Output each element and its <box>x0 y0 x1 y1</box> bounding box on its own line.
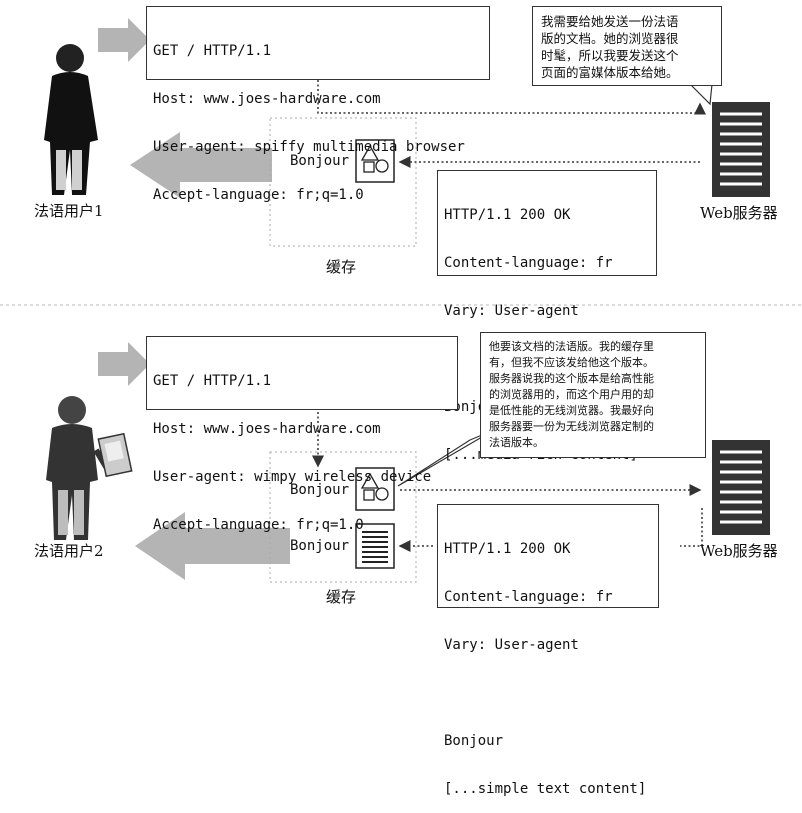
user-figure-1 <box>44 44 98 195</box>
request-arrow-2 <box>98 342 150 386</box>
cached-doc-icon-2-rich <box>355 467 395 511</box>
server-label-1: Web服务器 <box>700 204 778 222</box>
cache-label-1: 缓存 <box>326 258 357 276</box>
request-arrow-1 <box>98 18 150 62</box>
request-line: User-agent: wimpy wireless device <box>153 469 432 485</box>
response-line: Bonjour <box>444 733 504 749</box>
bubble-line: 时髦，所以我要发送这个 <box>541 48 679 63</box>
response-box-1: HTTP/1.1 200 OK Content-language: fr Var… <box>437 170 657 463</box>
response-line: Content-language: fr <box>444 255 613 271</box>
cached-doc-label-1: Bonjour <box>290 153 350 169</box>
bubble-line: 法语版本。 <box>489 436 544 449</box>
vary-header-diagram: GET / HTTP/1.1 Host: www.joes-hardware.c… <box>0 6 802 797</box>
response-line: Content-language: fr <box>444 589 613 605</box>
request-line: User-agent: spiffy multimedia browser <box>153 139 465 155</box>
request-box-1: GET / HTTP/1.1 Host: www.joes-hardware.c… <box>146 6 490 203</box>
cache-label-2: 缓存 <box>326 588 357 606</box>
cache-area-1 <box>269 117 417 247</box>
cached-doc-label-2b: Bonjour <box>290 538 350 554</box>
cached-doc-label-2a: Bonjour <box>290 482 350 498</box>
response-line: [...simple text content] <box>444 781 647 797</box>
request-line: GET / HTTP/1.1 <box>153 43 272 59</box>
speech-bubble-tail-1 <box>688 83 713 106</box>
bubble-line: 有，但我不应该发给他这个版本。 <box>489 356 654 369</box>
bubble-line: 页面的富媒体版本给她。 <box>541 65 679 80</box>
bubble-line: 他要该文档的法语版。我的缓存里 <box>489 340 654 353</box>
server-speech-bubble-1: 我需要给她发送一份法语 版的文档。她的浏览器很 时髦，所以我要发送这个 页面的富… <box>532 6 722 86</box>
server-label-2: Web服务器 <box>700 542 778 560</box>
request-line: Accept-language: fr;q=1.0 <box>153 517 364 533</box>
request-line: Host: www.joes-hardware.com <box>153 421 381 437</box>
bubble-line: 服务器要一份为无线浏览器定制的 <box>489 420 654 433</box>
request-line: GET / HTTP/1.1 <box>153 373 272 389</box>
request-line: Host: www.joes-hardware.com <box>153 91 381 107</box>
diagram-graphics <box>0 18 802 583</box>
cached-doc-icon-2-text <box>355 523 395 569</box>
request-line: Accept-language: fr;q=1.0 <box>153 187 364 203</box>
response-arrow-2 <box>135 512 290 580</box>
response-line <box>444 685 652 701</box>
user-figure-2 <box>46 396 133 540</box>
cached-doc-icon-1 <box>355 139 395 183</box>
request-box-2: GET / HTTP/1.1 Host: www.joes-hardware.c… <box>146 336 458 533</box>
bubble-line: 版的文档。她的浏览器很 <box>541 31 679 46</box>
user-label-1: 法语用户1 <box>34 202 104 220</box>
response-line: HTTP/1.1 200 OK <box>444 207 571 223</box>
bubble-line: 的浏览器用的，而这个用户用的却 <box>489 388 654 401</box>
response-path-2 <box>680 508 703 547</box>
response-arrow-1 <box>130 132 272 198</box>
response-line: Vary: User-agent <box>444 303 579 319</box>
response-box-2: HTTP/1.1 200 OK Content-language: fr Var… <box>437 504 659 797</box>
bubble-line: 服务器说我的这个版本是给高性能 <box>489 372 654 385</box>
server-icon-1 <box>712 102 770 197</box>
server-icon-2 <box>712 440 770 535</box>
cache-speech-bubble-2: 他要该文档的法语版。我的缓存里 有，但我不应该发给他这个版本。 服务器说我的这个… <box>480 332 706 458</box>
response-line: Vary: User-agent <box>444 637 579 653</box>
response-line: HTTP/1.1 200 OK <box>444 541 571 557</box>
request-path-1 <box>317 80 706 115</box>
user-label-2: 法语用户2 <box>34 542 104 560</box>
bubble-line: 是低性能的无线浏览器。我最好向 <box>489 404 654 417</box>
bubble-line: 我需要给她发送一份法语 <box>541 14 679 29</box>
cache-area-2 <box>269 451 417 583</box>
